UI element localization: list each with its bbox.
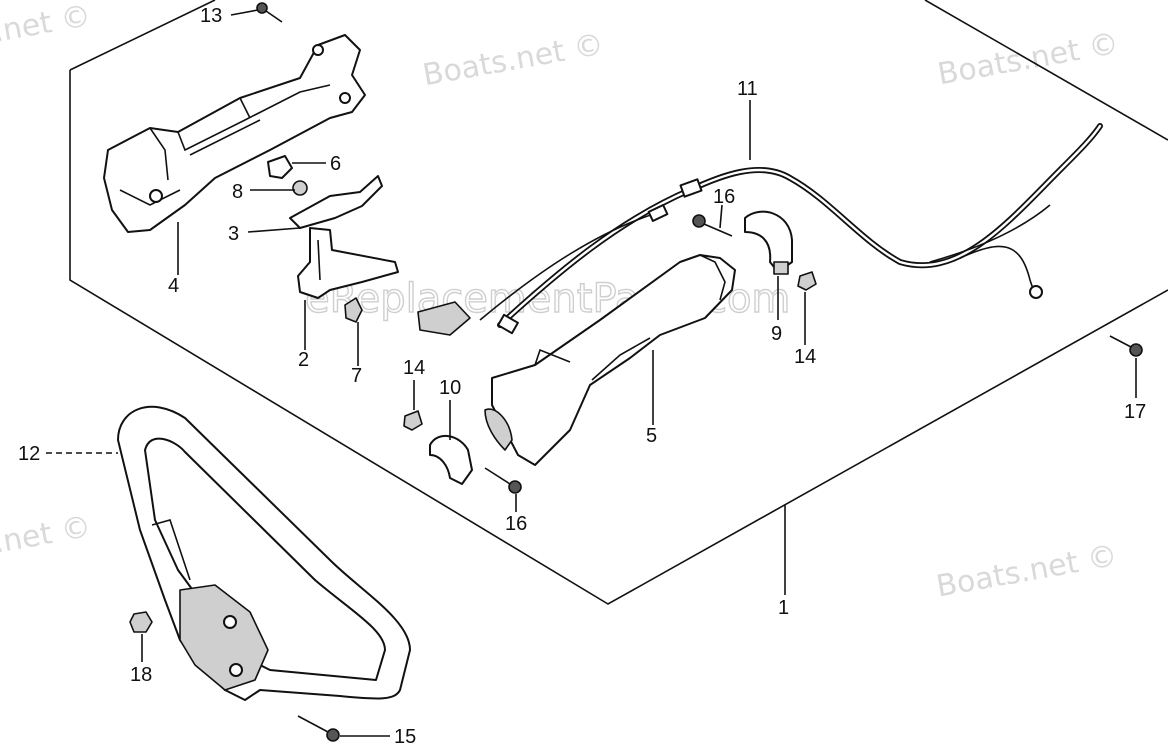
callout-16-lower: 16 <box>505 513 527 535</box>
callout-3: 3 <box>228 223 239 245</box>
leader-lines <box>46 9 1137 737</box>
part-12-loop-handle <box>117 405 411 701</box>
part-6-clip <box>267 155 293 179</box>
part-13-screw <box>256 2 283 23</box>
part-2-trigger <box>297 227 399 299</box>
part-16-bolt-lower <box>484 467 522 494</box>
part-4-handle-housing <box>103 34 366 233</box>
part-9-clamp <box>744 210 793 275</box>
part-18-nut <box>129 611 153 633</box>
part-17-bolt <box>1109 335 1143 357</box>
watermark-bottom-left: .net © <box>0 509 94 561</box>
part-5-grip <box>484 254 736 466</box>
callout-13: 13 <box>200 5 222 27</box>
part-14-nut-upper <box>797 271 817 291</box>
part-3-lever <box>289 175 383 229</box>
callout-16-upper: 16 <box>713 186 735 208</box>
callout-10: 10 <box>439 377 461 399</box>
callout-2: 2 <box>298 349 309 371</box>
part-15-bolt <box>297 715 340 742</box>
part-10-clamp <box>429 435 473 485</box>
callout-9: 9 <box>771 323 782 345</box>
watermark-top-left: .net © <box>0 0 94 50</box>
callout-12: 12 <box>18 443 40 465</box>
callout-14-lower: 14 <box>403 357 425 379</box>
callout-4: 4 <box>168 275 179 297</box>
callout-17: 17 <box>1124 401 1146 423</box>
watermark-top-center: Boats.net © <box>420 27 606 93</box>
callout-6: 6 <box>330 153 341 175</box>
part-11-cable <box>417 123 1103 336</box>
assembly-outline <box>69 0 1168 605</box>
callout-labels: 13 6 8 3 4 2 7 11 16 9 14 5 14 10 16 17 … <box>18 5 1146 748</box>
part-14-nut-lower <box>403 410 423 431</box>
callout-11: 11 <box>737 78 758 100</box>
callout-1: 1 <box>778 597 789 619</box>
part-8-nut <box>292 180 308 196</box>
callout-5: 5 <box>646 425 657 447</box>
watermark-bottom-right: Boats.net © <box>934 538 1120 604</box>
callout-15: 15 <box>394 726 416 748</box>
callout-14-upper: 14 <box>794 346 816 368</box>
callout-18: 18 <box>130 664 152 686</box>
part-16-bolt-upper <box>692 214 733 237</box>
part-7-screw <box>344 297 363 323</box>
callout-7: 7 <box>351 365 362 387</box>
callout-8: 8 <box>232 181 243 203</box>
